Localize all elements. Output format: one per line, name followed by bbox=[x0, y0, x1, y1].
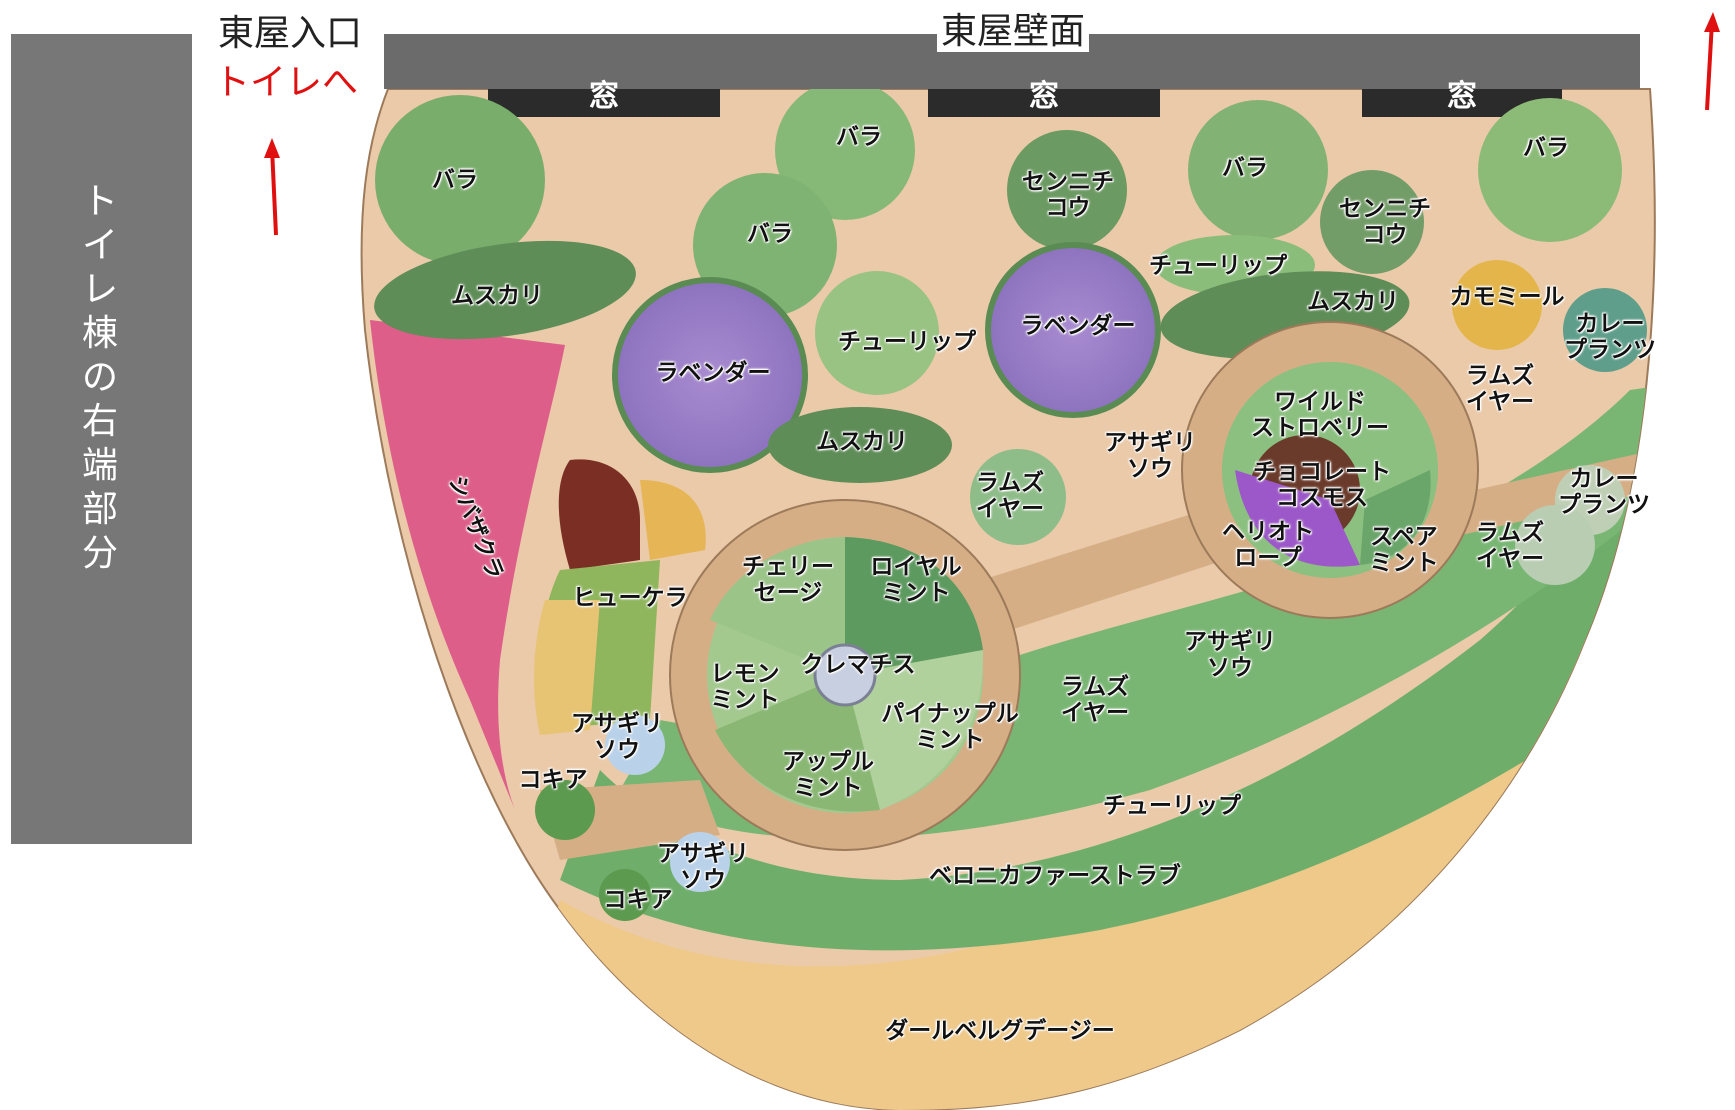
label-rose-5: バラ bbox=[1523, 135, 1569, 161]
window-1 bbox=[488, 89, 720, 117]
apple-mint-bed bbox=[715, 675, 880, 812]
cherry-sage-bed bbox=[710, 537, 845, 675]
label-pineapple-mint: パイナップル ミント bbox=[881, 701, 1019, 753]
label-veronica: ベロニカファーストラブ bbox=[929, 863, 1181, 889]
spearmint-bed bbox=[1360, 470, 1431, 565]
label-tulip-1: チューリップ bbox=[838, 329, 976, 355]
artemisia-bed-1 bbox=[605, 715, 665, 775]
muscari-bed-1 bbox=[374, 240, 636, 340]
heuchera-yellow bbox=[533, 600, 600, 735]
pineapple-mint-bed bbox=[845, 650, 984, 810]
label-artemisia-4: アサギリ ソウ bbox=[657, 841, 749, 893]
chamomile-bed bbox=[1452, 260, 1542, 350]
arrow-to-toilet bbox=[264, 138, 280, 236]
label-wild-strawberry: ワイルド ストロベリー bbox=[1251, 389, 1389, 441]
muscari-bed-2 bbox=[768, 407, 952, 483]
gomphrena-bed-2 bbox=[1320, 170, 1424, 274]
label-kochia-1: コキア bbox=[518, 767, 588, 793]
label-tulip-3: チューリップ bbox=[1103, 793, 1241, 819]
label-lavender-1: ラベンダー bbox=[655, 360, 771, 386]
kochia-bed-2 bbox=[599, 869, 651, 921]
toilet-building bbox=[11, 34, 192, 844]
label-rose-1: バラ bbox=[432, 167, 478, 193]
heuchera-gold bbox=[640, 480, 706, 560]
label-muscari-1: ムスカリ bbox=[451, 283, 543, 309]
label-muscari-2: ムスカリ bbox=[816, 429, 908, 455]
label-heliotrope: ヘリオト ロープ bbox=[1222, 519, 1314, 571]
to-toilet-label: トイレへ bbox=[213, 62, 359, 103]
label-lavender-2: ラベンダー bbox=[1020, 313, 1136, 339]
window-2 bbox=[928, 89, 1160, 117]
label-curry-plant-1: カレー プランツ bbox=[1564, 311, 1656, 363]
curry-plant-bed-1 bbox=[1563, 288, 1647, 372]
entrance-label: 東屋入口 bbox=[217, 13, 363, 54]
heuchera-dark bbox=[558, 459, 640, 570]
rose-bed-2 bbox=[775, 80, 915, 220]
label-tulip-2: チューリップ bbox=[1149, 253, 1287, 279]
label-heuchera: ヒューケラ bbox=[572, 585, 688, 611]
gomphrena-bed-1 bbox=[1007, 130, 1127, 250]
label-choc-cosmos: チョコレート コスモス bbox=[1253, 459, 1391, 511]
lambs-ear-bed-4 bbox=[1515, 505, 1595, 585]
label-lambs-ear-2: ラムズ イヤー bbox=[1465, 363, 1535, 415]
label-lemon-mint: レモン ミント bbox=[710, 661, 780, 713]
arrow-top-right bbox=[1704, 12, 1720, 111]
veronica-lawn-bed bbox=[560, 450, 1655, 951]
pavilion-wall-label: 東屋壁面 bbox=[936, 12, 1090, 52]
tulip-bed-1 bbox=[815, 271, 939, 395]
label-muscari-3: ムスカリ bbox=[1307, 289, 1399, 315]
label-artemisia-3: アサギリ ソウ bbox=[1184, 629, 1276, 681]
label-chamomile: カモミール bbox=[1449, 284, 1565, 310]
label-artemisia-1: アサギリ ソウ bbox=[1104, 430, 1196, 482]
rose-bed-5 bbox=[1478, 98, 1622, 242]
phlox-bed bbox=[370, 320, 565, 810]
toilet-building-label: トイレ棟の右端部分 bbox=[81, 181, 118, 574]
label-apple-mint: アップル ミント bbox=[782, 749, 874, 801]
rose-bed-1 bbox=[375, 95, 545, 265]
royal-mint-bed bbox=[845, 537, 983, 675]
label-royal-mint: ロイヤル ミント bbox=[870, 554, 962, 606]
artemisia-bed-2 bbox=[670, 832, 730, 892]
label-lambs-ear-3: ラムズ イヤー bbox=[1475, 520, 1545, 572]
label-gomphrena-2: センニチ コウ bbox=[1339, 196, 1431, 248]
label-rose-2: バラ bbox=[836, 124, 882, 150]
label-artemisia-2: アサギリ ソウ bbox=[571, 711, 663, 763]
label-curry-plant-2: カレー プランツ bbox=[1558, 466, 1650, 518]
lavender-bed-2 bbox=[985, 242, 1161, 418]
label-rose-4: バラ bbox=[1222, 155, 1268, 181]
window-label-3: 窓 bbox=[1447, 79, 1477, 114]
window-label-2: 窓 bbox=[1029, 79, 1059, 114]
heliotrope-bed bbox=[1235, 470, 1360, 567]
window-label-1: 窓 bbox=[589, 79, 619, 114]
lambs-ear-bed-1 bbox=[970, 449, 1066, 545]
label-dahlberg: ダールベルグデージー bbox=[885, 1018, 1115, 1044]
path-diagonal bbox=[950, 505, 1240, 640]
label-kochia-2: コキア bbox=[603, 887, 673, 913]
label-spearmint: スペア ミント bbox=[1369, 524, 1439, 576]
label-gomphrena-1: センニチ コウ bbox=[1022, 169, 1114, 221]
label-cherry-sage: チェリー セージ bbox=[742, 554, 834, 606]
clematis-center bbox=[813, 643, 877, 707]
kochia-bed-1 bbox=[535, 780, 595, 840]
label-clematis: クレマチス bbox=[800, 652, 916, 678]
lavender-bed-1 bbox=[612, 277, 808, 473]
label-lambs-ear-4: ラムズ イヤー bbox=[1060, 674, 1130, 726]
label-rose-3: バラ bbox=[747, 221, 793, 247]
rose-bed-4 bbox=[1188, 100, 1328, 240]
label-lambs-ear-1: ラムズ イヤー bbox=[975, 470, 1045, 522]
